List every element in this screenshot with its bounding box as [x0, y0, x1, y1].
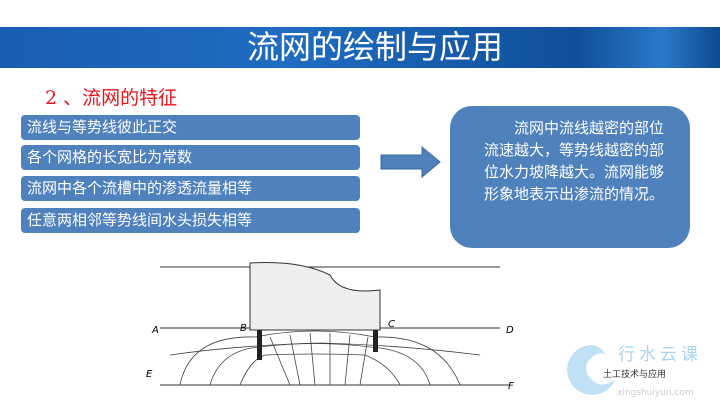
wave-logo-icon: [567, 345, 615, 395]
note-box: 流网中流线越密的部位流速越大，等势线越密的部位水力坡降越大。流网能够形象地表示出…: [450, 106, 690, 248]
title-banner: [0, 27, 720, 68]
page-title: 流网的绘制与应用: [246, 28, 503, 66]
section-subtitle: 2 、流网的特征: [45, 87, 178, 109]
right-arrow-icon: [380, 146, 441, 178]
feature-item: 任意两相邻等势线间水头损失相等: [21, 208, 360, 233]
label-a: A: [151, 325, 159, 336]
watermark-url: xingshuiyun.com: [617, 388, 694, 398]
course-name: 土工技术与应用: [603, 370, 667, 380]
label-e: E: [146, 369, 153, 380]
label-b: B: [240, 323, 247, 334]
flow-net-diagram: A B C D E F: [146, 262, 514, 392]
feature-item: 流线与等势线彼此正交: [21, 115, 360, 140]
feature-item: 各个网格的长宽比为常数: [21, 145, 360, 170]
watermark-brand: 行水云课: [618, 345, 702, 365]
label-c: C: [388, 319, 395, 330]
label-d: D: [506, 325, 514, 336]
feature-item: 流网中各个流槽中的渗透流量相等: [21, 176, 360, 201]
label-f: F: [508, 381, 514, 392]
